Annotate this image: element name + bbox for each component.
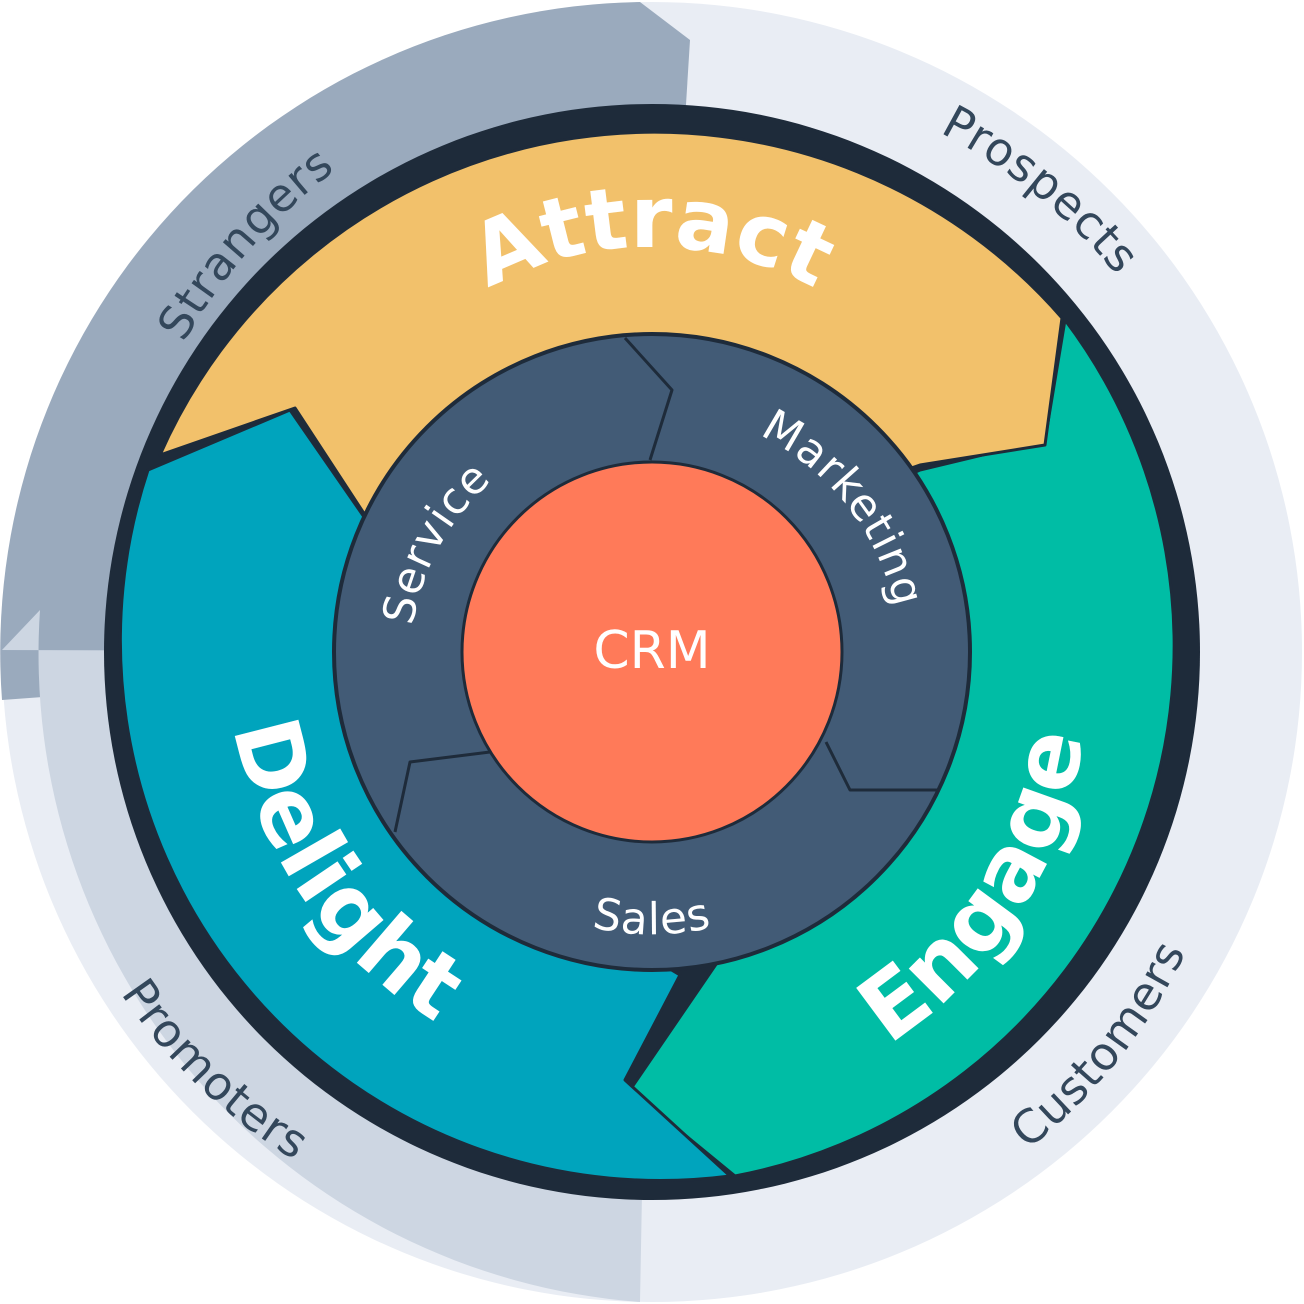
team-divider [623, 336, 674, 461]
team-divider [393, 750, 491, 833]
crm-label: CRM [593, 621, 710, 681]
team-ring-dividers [393, 336, 940, 833]
team-divider [824, 741, 940, 792]
sales-label: Sales [589, 888, 714, 945]
sales-text: Sales [589, 888, 713, 945]
crm-hub [460, 460, 844, 844]
